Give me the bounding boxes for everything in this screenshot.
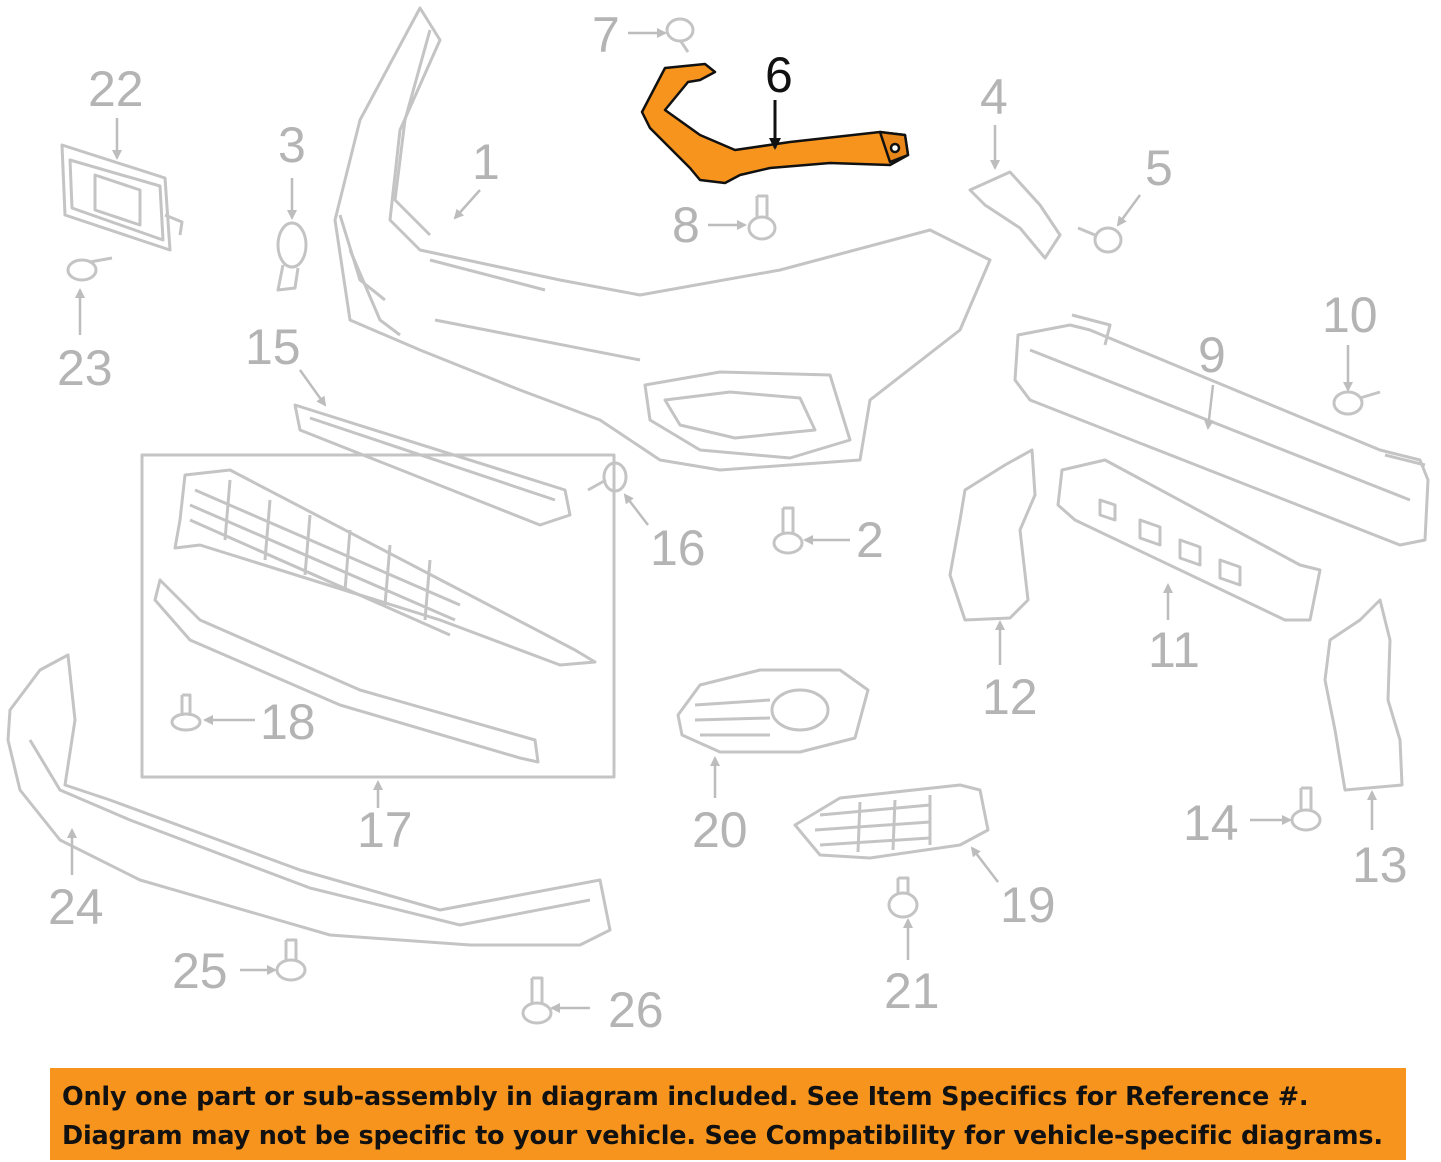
callout-24: 24: [48, 879, 104, 935]
callout-1: 1: [472, 134, 500, 190]
bracket-part-13: [1323, 598, 1404, 792]
callout-7: 7: [592, 7, 620, 63]
license-bracket-part-22: [60, 143, 184, 252]
bolt-part-8: [747, 194, 777, 241]
bolt-part-5: [1077, 226, 1123, 254]
lower-spoiler-part-24: [6, 653, 612, 947]
clip-part-18: [170, 693, 202, 732]
callout-25: 25: [172, 943, 228, 999]
disclaimer-banner: Only one part or sub-assembly in diagram…: [50, 1068, 1406, 1160]
callout-22: 22: [88, 61, 144, 117]
clip-part-2: [772, 506, 804, 555]
callout-13: 13: [1352, 837, 1408, 893]
fog-bezel-part-20: [676, 668, 870, 754]
grille-trim-part-17: [153, 578, 540, 764]
callout-18: 18: [260, 694, 316, 750]
callout-3: 3: [278, 117, 306, 173]
callout-5: 5: [1145, 140, 1173, 196]
clip-part-26: [521, 976, 553, 1025]
bolt-part-10: [1332, 390, 1381, 416]
cap-part-3: [276, 221, 308, 292]
callout-12: 12: [982, 669, 1038, 725]
callout-17: 17: [357, 802, 413, 858]
absorber-part-11: [1056, 458, 1322, 622]
callout-21: 21: [884, 963, 940, 1019]
bumper-cover-part-1: [333, 6, 992, 472]
callout-19: 19: [1000, 877, 1056, 933]
callout-8: 8: [672, 197, 700, 253]
disclaimer-line-1: Only one part or sub-assembly in diagram…: [62, 1082, 1309, 1112]
clip-part-25: [275, 938, 307, 982]
callout-20: 20: [692, 802, 748, 858]
reinforcement-beam-part-9: [1013, 313, 1430, 547]
callout-15: 15: [245, 319, 301, 375]
callout-10: 10: [1322, 287, 1378, 343]
bracket-part-12: [948, 448, 1037, 622]
clip-part-23: [66, 256, 113, 282]
grille-insert-part-19: [793, 783, 990, 860]
grille-group-box-part-17: [140, 453, 616, 779]
bolt-part-16: [587, 461, 628, 493]
grille-part-17: [173, 468, 597, 667]
absorber-strip-part-15: [293, 403, 572, 527]
callout-9: 9: [1198, 327, 1226, 383]
callout-14: 14: [1183, 795, 1239, 851]
callout-4: 4: [980, 69, 1008, 125]
clip-part-21: [887, 876, 919, 919]
callout-6-highlighted: 6: [765, 47, 793, 103]
callout-23: 23: [57, 340, 113, 396]
callout-2: 2: [856, 512, 884, 568]
callout-11: 11: [1148, 622, 1200, 678]
parts-diagram: [6, 6, 1430, 1025]
disclaimer-line-2: Diagram may not be specific to your vehi…: [62, 1121, 1383, 1151]
clip-part-14: [1290, 786, 1322, 832]
bracket-part-4: [968, 170, 1062, 260]
callout-26: 26: [608, 982, 664, 1038]
bolt-part-7: [665, 17, 695, 53]
highlighted-bracket-part-6: [640, 62, 910, 185]
callout-16: 16: [650, 520, 706, 576]
